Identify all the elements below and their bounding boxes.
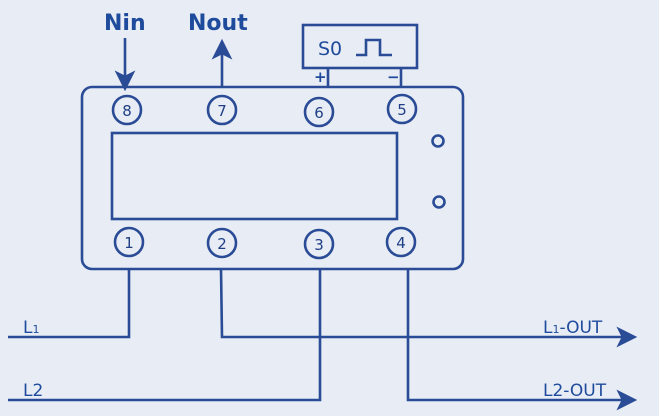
terminal-3: 3 (303, 228, 335, 260)
svg-text:1: 1 (124, 234, 134, 252)
svg-text:3: 3 (314, 236, 324, 254)
wire-l1-out (219, 268, 638, 348)
s0-plus-sign: + (314, 68, 327, 86)
wire-l2-out (406, 269, 638, 411)
terminal-6: 6 (303, 96, 335, 128)
pulse-waveform-icon (356, 38, 392, 57)
l1-out-label: L1-OUT (543, 318, 603, 338)
nin-label: Nin (104, 11, 146, 36)
l1-label: L1 (23, 318, 39, 338)
svg-text:7: 7 (217, 102, 227, 120)
terminal-5: 5 (386, 93, 418, 125)
s0-label: S0 (318, 38, 342, 60)
wire-l2-in (8, 269, 322, 402)
s0-minus-sign: − (387, 68, 400, 86)
terminal-1: 1 (113, 226, 145, 258)
terminal-4: 4 (385, 226, 417, 258)
terminal-2: 2 (206, 227, 238, 259)
s0-box (301, 23, 419, 70)
svg-text:4: 4 (396, 234, 406, 252)
l2-label: L2 (23, 381, 43, 401)
meter-display (110, 131, 399, 221)
led-indicator-icon (432, 195, 446, 209)
meter-body (80, 85, 465, 271)
terminal-8: 8 (111, 94, 143, 126)
svg-text:2: 2 (217, 235, 227, 253)
l2-out-label: L2-OUT (543, 381, 607, 401)
svg-text:6: 6 (314, 104, 324, 122)
led-indicator-icon (431, 134, 445, 148)
terminal-7: 7 (206, 94, 238, 126)
nout-label: Nout (188, 11, 248, 36)
svg-text:5: 5 (397, 101, 407, 119)
svg-text:8: 8 (122, 102, 132, 120)
wire-l1-in (8, 269, 131, 339)
